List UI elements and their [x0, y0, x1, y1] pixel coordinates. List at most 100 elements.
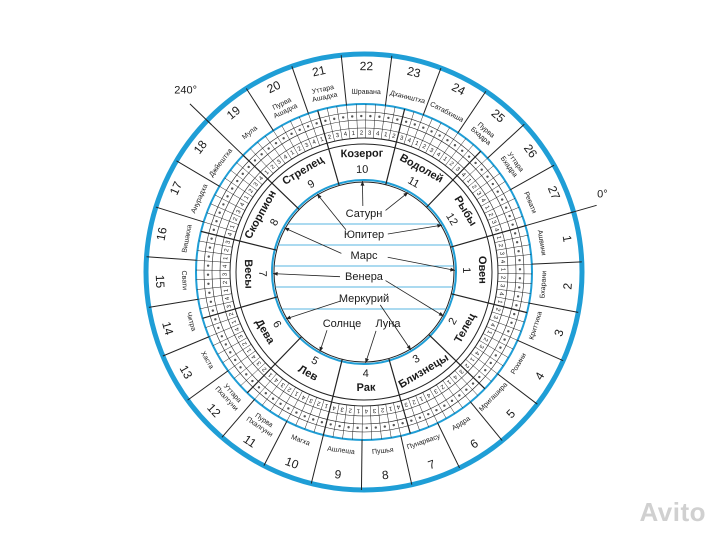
pada-number: 4	[227, 232, 234, 237]
pada-divider	[233, 356, 261, 379]
pada-number: 3	[372, 407, 376, 413]
pada-number: 3	[457, 368, 464, 375]
nakshatra-name: Криттика	[528, 311, 543, 341]
nakshatra-divider	[457, 90, 487, 134]
pada-number: 2	[380, 406, 385, 412]
pada-glyph-mark	[392, 423, 395, 427]
pada-number: 3	[491, 315, 498, 321]
pada-glyph-mark	[383, 425, 387, 428]
pada-number: 3	[490, 220, 497, 226]
nakshatra-name: Читра	[185, 311, 197, 332]
pada-divider	[462, 157, 488, 182]
nakshatra-divider	[310, 434, 324, 484]
nakshatra-name: Шравана	[351, 89, 381, 96]
pada-glyph-mark	[422, 126, 425, 129]
pada-number: 1	[468, 356, 475, 363]
pada-divider	[425, 122, 442, 154]
sign-divider	[242, 154, 300, 210]
pada-number: 4	[493, 227, 500, 233]
pada-glyph-mark	[253, 159, 257, 162]
pada-divider	[224, 177, 254, 198]
pada-glyph-mark	[247, 165, 250, 169]
pada-number: 4	[251, 353, 258, 360]
pada-number: 2	[470, 184, 477, 191]
pada-divider	[451, 144, 474, 171]
pada-glyph-mark	[206, 273, 210, 276]
pada-divider	[465, 359, 492, 382]
planet-label: Юпитер	[344, 229, 384, 241]
pada-glyph-mark	[303, 415, 306, 418]
pada-divider	[474, 346, 504, 367]
nakshatra-divider	[497, 373, 538, 405]
pada-divider	[200, 301, 234, 310]
ring-circle	[273, 181, 455, 363]
planet-label: Венера	[345, 271, 384, 283]
pada-divider	[257, 141, 280, 169]
sign-number: 7	[256, 271, 268, 277]
ruler-arrow	[285, 300, 341, 320]
pada-divider	[352, 405, 355, 440]
pada-glyph-mark	[241, 172, 244, 176]
pada-divider	[326, 108, 335, 142]
pada-number: 1	[418, 395, 424, 402]
ring-circle	[271, 179, 457, 365]
nakshatra-divider	[487, 123, 525, 159]
nakshatra-number: 14	[159, 320, 176, 337]
pada-number: 3	[223, 272, 229, 276]
pada-divider	[196, 277, 231, 281]
pada-number: 3	[276, 159, 283, 166]
sign-number: 9	[306, 178, 317, 191]
nakshatra-divider	[400, 435, 413, 485]
nakshatra-divider	[437, 422, 461, 469]
nakshatra-number: 4	[532, 369, 548, 382]
pada-number: 4	[239, 201, 246, 207]
pada-number: 1	[264, 169, 271, 176]
pada-divider	[346, 104, 351, 139]
pada-glyph-mark	[230, 187, 234, 190]
ruler-arrow	[385, 192, 409, 211]
nakshatra-number: 18	[191, 137, 210, 156]
pada-glyph-mark	[290, 132, 293, 136]
ruler-arrow	[316, 193, 347, 230]
nakshatra-divider	[162, 336, 210, 357]
pada-number: 4	[343, 132, 348, 138]
nakshatra-name: Магха	[290, 434, 311, 448]
pada-number: 1	[267, 371, 274, 378]
pada-number: 1	[224, 288, 230, 293]
pada-divider	[385, 404, 392, 438]
pada-glyph-mark	[279, 402, 282, 406]
pada-divider	[342, 404, 348, 439]
pada-glyph-mark	[271, 397, 275, 400]
pada-glyph-mark	[427, 412, 430, 416]
pada-number: 4	[234, 326, 241, 332]
sign-number: 1	[460, 267, 472, 273]
nakshatra-divider	[529, 302, 579, 313]
nakshatra-divider	[148, 298, 199, 308]
pada-glyph-mark	[518, 286, 521, 289]
pada-number: 1	[352, 131, 356, 137]
pada-number: 4	[332, 404, 337, 411]
pada-divider	[286, 390, 303, 422]
nakshatra-divider	[340, 55, 347, 105]
pada-number: 2	[421, 144, 427, 151]
planet-label: Сатурн	[346, 208, 383, 220]
pada-divider	[411, 114, 424, 147]
pada-divider	[369, 405, 373, 440]
pada-glyph-mark	[206, 264, 210, 267]
pada-divider	[403, 111, 415, 145]
ruler-arrow	[284, 227, 342, 254]
pada-divider	[388, 106, 396, 141]
pada-number: 2	[223, 280, 229, 284]
pada-divider	[418, 118, 433, 150]
nakshatra-divider	[360, 439, 363, 490]
pada-number: 1	[445, 378, 452, 385]
nakshatra-divider	[206, 120, 244, 156]
pada-glyph-mark	[450, 399, 454, 403]
pada-glyph-mark	[496, 190, 499, 193]
pada-divider	[355, 104, 359, 139]
pada-number: 4	[479, 198, 486, 205]
ruler-arrowhead	[403, 192, 409, 197]
sign-number: 11	[406, 175, 422, 191]
nakshatra-divider	[517, 339, 564, 362]
pada-number: 4	[451, 373, 458, 380]
